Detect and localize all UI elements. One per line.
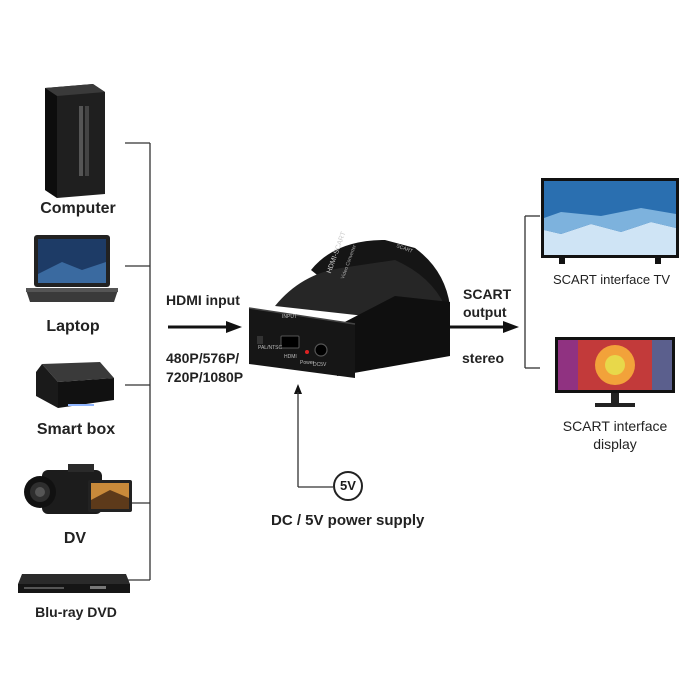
tv-icon: [541, 178, 679, 264]
scart-output-label-line2: output: [463, 304, 507, 320]
source-label-computer: Computer: [40, 200, 116, 217]
destination-label-display-line1: SCART interface: [562, 418, 668, 434]
camcorder-icon: [18, 460, 136, 524]
computer-tower-icon: [35, 82, 115, 202]
source-label-dv: DV: [63, 530, 87, 547]
converter-port-hdmi-label: HDMI: [284, 354, 297, 360]
converter-port-power-label: Power: [300, 360, 315, 366]
destination-label-tv: SCART interface TV: [553, 272, 671, 287]
destination-label-display-line2: display: [593, 436, 637, 452]
source-label-laptop: Laptop: [46, 318, 100, 335]
monitor-icon: [555, 337, 675, 411]
input-arrow: [168, 321, 242, 333]
hdmi-to-scart-converter-icon: [245, 236, 455, 382]
laptop-icon: [22, 232, 122, 312]
bluray-player-icon: [16, 570, 132, 596]
converter-port-dc-label: DC5V: [313, 362, 327, 368]
stereo-label: stereo: [462, 350, 505, 366]
converter-port-switch-label: PAL/NTSC: [258, 345, 283, 351]
source-label-bluray: Blu-ray DVD: [35, 604, 117, 620]
scart-output-label-line1: SCART: [463, 286, 512, 302]
source-label-smartbox: Smart box: [36, 421, 116, 438]
power-5v-badge: 5V: [333, 471, 363, 501]
resolution-label-line1: 480P/576P/: [166, 350, 240, 366]
hdmi-input-label: HDMI input: [166, 292, 240, 308]
output-arrow: [448, 321, 519, 333]
smart-box-icon: [28, 356, 120, 416]
converter-port-input-label: INPUT: [282, 314, 297, 320]
power-supply-label: DC / 5V power supply: [271, 512, 425, 529]
resolution-label-line2: 720P/1080P: [166, 369, 244, 385]
power-arrow: [294, 384, 333, 488]
